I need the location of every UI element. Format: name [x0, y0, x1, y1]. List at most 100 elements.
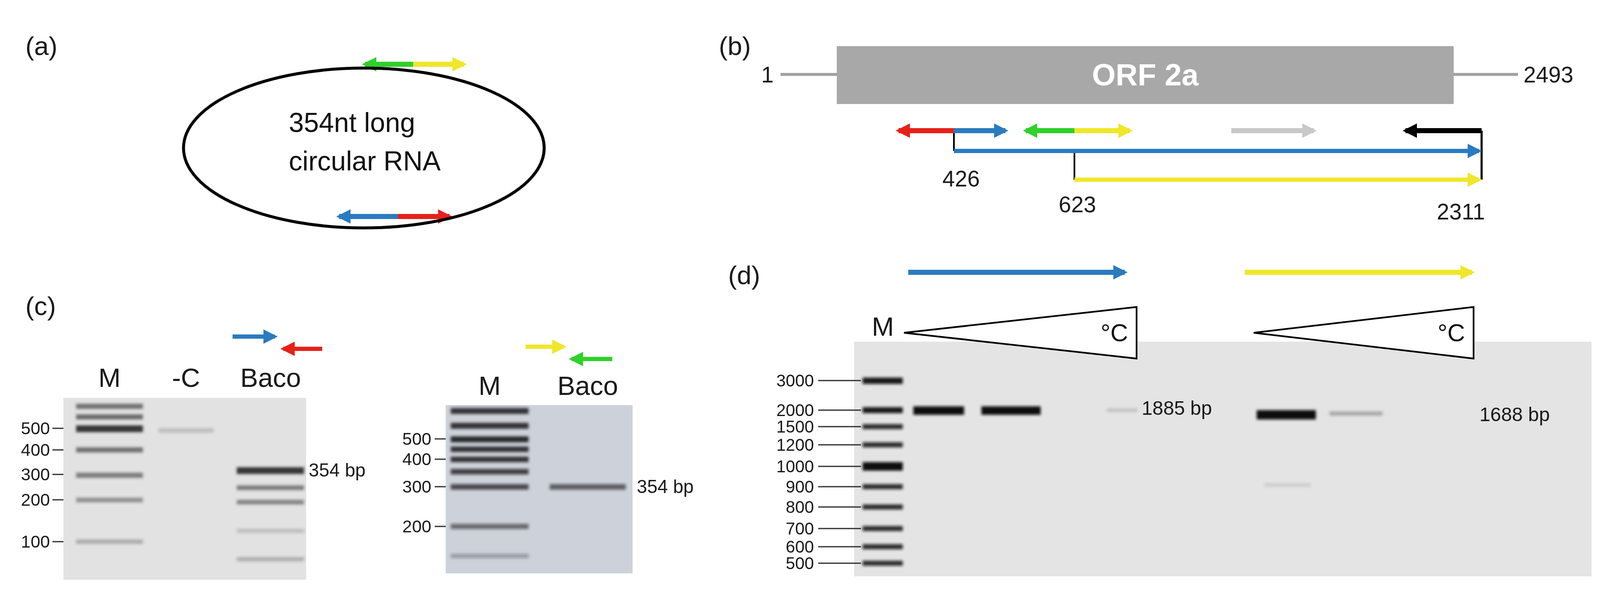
figure-part — [236, 485, 305, 491]
ladder-size: 300 — [21, 465, 50, 484]
lane-label: Baco — [557, 372, 619, 400]
panel-letter: (a) — [25, 32, 58, 60]
figure-part — [236, 499, 305, 505]
figure-part — [52, 428, 64, 542]
lane-label: M — [478, 372, 501, 400]
figure-part — [450, 408, 626, 559]
figure-part — [434, 486, 446, 488]
figure-part — [76, 414, 143, 420]
node-text: °C — [1437, 320, 1466, 346]
figure-part — [76, 425, 143, 433]
node-text: °C — [1100, 320, 1129, 346]
ladder-size: 2000 — [776, 401, 814, 419]
figure-part — [1329, 411, 1383, 416]
panel-letter: (b) — [718, 32, 751, 60]
ladder-size: 1500 — [776, 418, 814, 436]
position-number: 426 — [942, 167, 980, 190]
figure-part — [913, 406, 965, 415]
figure-part — [450, 408, 529, 414]
position-number: 2493 — [1523, 63, 1574, 86]
figure-part — [862, 504, 903, 510]
figure-part — [818, 486, 861, 488]
figure-part — [450, 553, 529, 559]
figure-part — [76, 497, 143, 503]
figure-part — [862, 526, 903, 532]
band-size: 354 bp — [308, 460, 366, 480]
figure-part — [908, 269, 1125, 275]
gel-image — [818, 341, 1592, 577]
figure-part — [52, 541, 64, 543]
figure-part — [1074, 128, 1130, 134]
figure-part — [450, 456, 529, 463]
figure-part — [854, 341, 1592, 577]
ladder-size: 700 — [785, 520, 814, 537]
orf-box-shape — [836, 46, 1454, 105]
position-number: 623 — [1058, 193, 1096, 216]
figure-part — [413, 61, 464, 67]
figure-part — [445, 405, 633, 574]
figure-part — [450, 468, 529, 475]
figure-part — [283, 346, 323, 351]
band-size: 1688 bp — [1479, 404, 1550, 425]
temperature-wedge-shape — [1253, 306, 1474, 359]
ladder-size: 400 — [21, 441, 50, 459]
temperature-wedge-shape — [904, 306, 1137, 359]
figure-part — [76, 472, 143, 478]
primer-arrows-a — [339, 64, 464, 217]
figure-part — [1256, 410, 1316, 420]
figure-part — [450, 436, 529, 443]
gel-image — [434, 405, 633, 574]
figure-part — [76, 403, 305, 562]
ladder-size: 500 — [402, 430, 432, 448]
figure-part — [63, 397, 307, 580]
figure-part — [450, 484, 529, 490]
figure-part — [236, 467, 305, 474]
figure-part — [818, 506, 861, 508]
figure-part — [1480, 130, 1483, 180]
figure-part — [898, 128, 954, 134]
figure-part — [862, 377, 1383, 566]
figure-part — [818, 426, 861, 428]
figure-part — [1025, 128, 1075, 134]
figure-part — [818, 380, 861, 382]
band-size: 1885 bp — [1141, 398, 1212, 418]
ladder-size: 3000 — [776, 372, 814, 390]
figure-part — [1231, 128, 1314, 134]
figure-part — [953, 133, 955, 151]
figure-part — [862, 377, 903, 384]
node-text: ORF 2a — [1091, 58, 1199, 92]
figure-part — [953, 148, 1480, 154]
figure-part — [434, 438, 446, 440]
figure-part — [450, 446, 529, 453]
circular-rna: 354nt long circular RNA — [181, 66, 546, 230]
figure-part — [1073, 150, 1076, 180]
figure-part — [76, 539, 143, 544]
figure-part — [549, 484, 626, 490]
figure-part — [953, 128, 1006, 134]
figure-part — [434, 526, 446, 528]
orf-box: ORF 2a — [836, 46, 1454, 105]
figure-part — [364, 61, 414, 67]
figure-part — [76, 447, 143, 453]
figure-part — [236, 557, 305, 562]
figure-part — [862, 544, 903, 550]
figure-part — [52, 427, 64, 430]
figure-part — [862, 462, 903, 471]
circular-rna-shape — [183, 68, 545, 228]
temperature-wedge: °C — [903, 306, 1138, 360]
temperature-wedge: °C — [1252, 306, 1475, 360]
figure-part — [52, 473, 64, 476]
figure-part — [232, 334, 275, 339]
figure-part — [862, 424, 903, 430]
figure-part — [450, 523, 529, 529]
figure-part — [52, 499, 64, 501]
figure-part — [397, 213, 450, 220]
lane-label: Baco — [240, 364, 302, 392]
figure-part — [158, 428, 214, 433]
figure-part — [862, 560, 903, 566]
figure-part — [339, 213, 398, 220]
ladder-size: 600 — [785, 538, 814, 556]
panel-letter: (d) — [728, 262, 761, 289]
ladder-size: 1200 — [776, 436, 814, 454]
